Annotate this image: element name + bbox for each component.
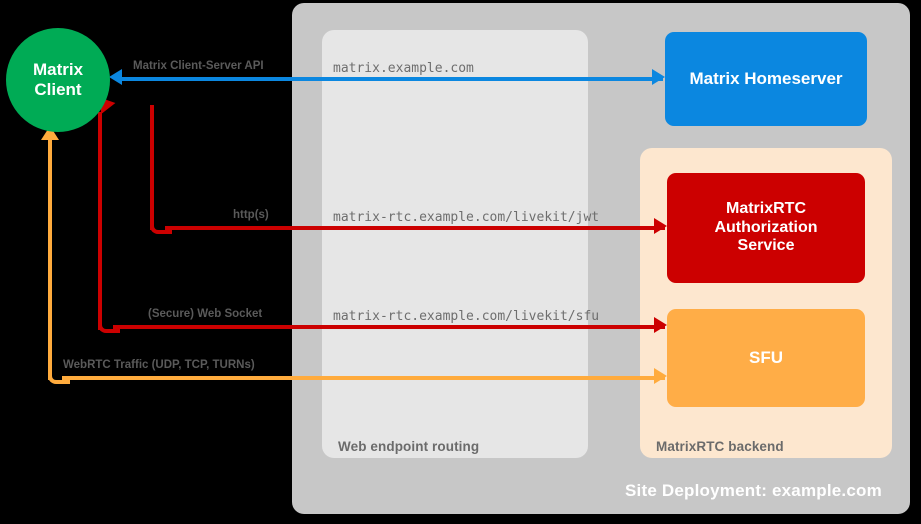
flow-line-https-horizontal bbox=[165, 226, 665, 230]
flow-label-https: http(s) bbox=[233, 209, 269, 221]
flow-corner-webrtc bbox=[48, 362, 70, 384]
arrow-head-to-client-blue bbox=[109, 69, 122, 85]
flow-line-websocket-vertical bbox=[98, 112, 102, 330]
matrixrtc-backend-label: MatrixRTC backend bbox=[656, 439, 784, 454]
flow-line-matrix-cs-api bbox=[122, 77, 663, 81]
node-matrixrtc-authorization-service[interactable]: MatrixRTC Authorization Service bbox=[667, 173, 865, 283]
flow-corner-https bbox=[150, 212, 172, 234]
site-deployment-label: Site Deployment: example.com bbox=[625, 481, 882, 500]
flow-label-matrix-cs-api: Matrix Client-Server API bbox=[133, 60, 264, 72]
node-matrix-homeserver[interactable]: Matrix Homeserver bbox=[665, 32, 867, 126]
flow-label-webrtc: WebRTC Traffic (UDP, TCP, TURNs) bbox=[63, 359, 255, 371]
flow-line-webrtc-horizontal bbox=[62, 376, 665, 380]
matrix-client-label-line2: Client bbox=[34, 80, 82, 99]
endpoint-label-livekit-jwt: matrix-rtc.example.com/livekit/jwt bbox=[333, 210, 600, 225]
flow-line-webrtc-vertical bbox=[48, 140, 52, 380]
web-endpoint-routing-label: Web endpoint routing bbox=[338, 439, 480, 454]
flow-line-websocket-horizontal bbox=[113, 325, 665, 329]
arrow-head-to-auth-service bbox=[654, 218, 667, 234]
sfu-label: SFU bbox=[749, 347, 783, 367]
endpoint-label-matrix: matrix.example.com bbox=[333, 61, 474, 76]
endpoint-label-livekit-sfu: matrix-rtc.example.com/livekit/sfu bbox=[333, 309, 600, 324]
node-sfu[interactable]: SFU bbox=[667, 309, 865, 407]
matrix-homeserver-label: Matrix Homeserver bbox=[689, 68, 843, 88]
auth-service-label-line3: Service bbox=[737, 237, 795, 255]
auth-service-label-line1: MatrixRTC bbox=[725, 199, 806, 217]
arrow-head-to-homeserver-blue bbox=[652, 69, 665, 85]
flow-label-websocket: (Secure) Web Socket bbox=[148, 308, 263, 320]
web-endpoint-routing-panel bbox=[322, 30, 588, 458]
flow-line-https-vertical bbox=[150, 105, 154, 230]
node-matrix-client[interactable]: Matrix Client bbox=[6, 28, 110, 132]
flow-corner-websocket bbox=[98, 311, 120, 333]
matrix-client-label-line1: Matrix bbox=[32, 59, 84, 79]
arrow-head-to-sfu-red bbox=[654, 317, 667, 333]
arrow-head-to-sfu-orange bbox=[654, 368, 667, 384]
auth-service-label-line2: Authorization bbox=[714, 218, 818, 236]
